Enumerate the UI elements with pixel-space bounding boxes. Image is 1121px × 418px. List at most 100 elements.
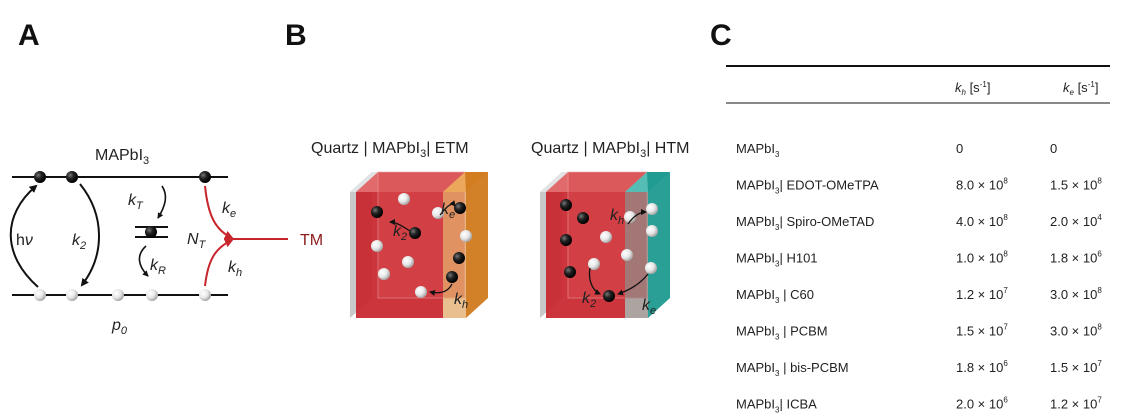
trapping-arrow <box>157 185 167 219</box>
ke-arrow <box>204 185 234 240</box>
hole <box>66 289 78 301</box>
cell-sample: MAPbI3 | PCBM <box>736 324 828 342</box>
panel-b-etm-device: Quartz | MAPbI3| ETM k2 ke kh <box>311 140 488 318</box>
quartz-top <box>540 172 568 192</box>
table-row: MAPbI3 | C60 1.2 × 107 3.0 × 108 <box>736 286 1102 305</box>
ke-transfer-arrow <box>439 200 456 216</box>
cell-kh: 1.5 × 107 <box>956 323 1008 339</box>
electron <box>446 271 458 283</box>
electron <box>34 171 46 183</box>
electron <box>454 202 466 214</box>
electron <box>564 266 576 278</box>
cell-kh: 8.0 × 108 <box>956 177 1008 193</box>
kh-label: kh <box>228 259 242 279</box>
hole <box>199 289 211 301</box>
hole <box>402 256 414 268</box>
electron <box>577 212 589 224</box>
header-kh: kh [s-1] <box>955 80 990 97</box>
recombination-arrow <box>79 183 100 287</box>
cell-sample: MAPbI3| Spiro-OMeTAD <box>736 214 874 232</box>
cell-kh: 1.0 × 108 <box>956 250 1008 266</box>
hole <box>621 249 633 261</box>
kh-transfer-arrow <box>429 283 453 296</box>
hole <box>600 231 612 243</box>
header-ke: ke [s-1] <box>1063 80 1098 97</box>
panel-b-htm-device: Quartz | MAPbI3| HTM kh k2 ke <box>531 140 689 318</box>
electron <box>453 252 465 264</box>
kt-label: kT <box>128 192 144 212</box>
k2-arrow <box>588 267 601 295</box>
quartz-top <box>350 172 378 192</box>
hole <box>112 289 124 301</box>
tm-label: TM <box>300 232 323 249</box>
electron <box>603 290 615 302</box>
electron <box>371 206 383 218</box>
table-row: MAPbI3| H101 1.0 × 108 1.8 × 106 <box>736 250 1102 269</box>
hole <box>646 225 658 237</box>
htm-device-title: Quartz | MAPbI3| HTM <box>531 140 689 160</box>
cell-sample: MAPbI3| H101 <box>736 251 818 269</box>
table-row: MAPbI3| ICBA 2.0 × 106 1.2 × 107 <box>736 396 1102 415</box>
material-label: MAPbI3 <box>95 147 149 167</box>
htm-layer-front <box>625 192 648 318</box>
ke-label: ke <box>222 200 236 220</box>
cell-ke: 2.0 × 104 <box>1050 213 1102 229</box>
kr-label: kR <box>150 257 166 277</box>
electron <box>199 171 211 183</box>
hole <box>624 211 636 223</box>
table-row: MAPbI3| EDOT-OMeTPA 8.0 × 108 1.5 × 108 <box>736 177 1102 196</box>
table-row: MAPbI3 0 0 <box>736 141 1057 159</box>
cell-ke: 0 <box>1050 141 1057 156</box>
cell-ke: 1.2 × 107 <box>1050 396 1102 412</box>
k2-label: k2 <box>72 232 86 252</box>
cell-ke: 1.8 × 106 <box>1050 250 1102 266</box>
hole <box>645 262 657 274</box>
electron <box>409 227 421 239</box>
panel-a-diagram: MAPbI3 hν k2 kT kR NT <box>9 147 323 337</box>
etm-device-title: Quartz | MAPbI3| ETM <box>311 140 469 160</box>
hole <box>146 289 158 301</box>
release-arrow <box>138 245 149 277</box>
hole <box>646 203 658 215</box>
panel-label-b: B <box>285 19 307 52</box>
hole <box>460 230 472 242</box>
cell-sample: MAPbI3 | bis-PCBM <box>736 360 849 378</box>
hole <box>415 286 427 298</box>
hole <box>378 268 390 280</box>
hole <box>588 258 600 270</box>
nt-label: NT <box>187 231 207 251</box>
excitation-arrow <box>9 184 39 288</box>
cell-ke: 3.0 × 108 <box>1050 286 1102 302</box>
hole <box>398 193 410 205</box>
cell-ke: 1.5 × 108 <box>1050 177 1102 193</box>
p0-label: p0 <box>111 317 128 337</box>
cell-sample: MAPbI3 <box>736 141 780 159</box>
cell-sample: MAPbI3| ICBA <box>736 397 817 415</box>
cell-sample: MAPbI3 | C60 <box>736 287 814 305</box>
electron <box>560 199 572 211</box>
trap-electron <box>145 226 157 238</box>
hole <box>432 207 444 219</box>
table-row: MAPbI3 | PCBM 1.5 × 107 3.0 × 108 <box>736 323 1102 342</box>
cell-sample: MAPbI3| EDOT-OMeTPA <box>736 178 879 196</box>
cell-kh: 2.0 × 106 <box>956 396 1008 412</box>
hole <box>34 289 46 301</box>
table-row: MAPbI3| Spiro-OMeTAD 4.0 × 108 2.0 × 104 <box>736 213 1102 232</box>
cell-kh: 4.0 × 108 <box>956 213 1008 229</box>
kh-transfer-arrow <box>627 209 647 225</box>
hole <box>371 240 383 252</box>
electron <box>66 171 78 183</box>
panel-label-c: C <box>710 19 732 52</box>
cell-ke: 1.5 × 107 <box>1050 359 1102 375</box>
htm-layer-side <box>647 172 670 318</box>
cell-ke: 3.0 × 108 <box>1050 323 1102 339</box>
cell-kh: 1.2 × 107 <box>956 286 1008 302</box>
cell-kh: 0 <box>956 141 963 156</box>
kh-arrow <box>204 238 234 287</box>
ke-transfer-arrow <box>617 273 649 296</box>
etm-layer-side <box>465 172 488 318</box>
